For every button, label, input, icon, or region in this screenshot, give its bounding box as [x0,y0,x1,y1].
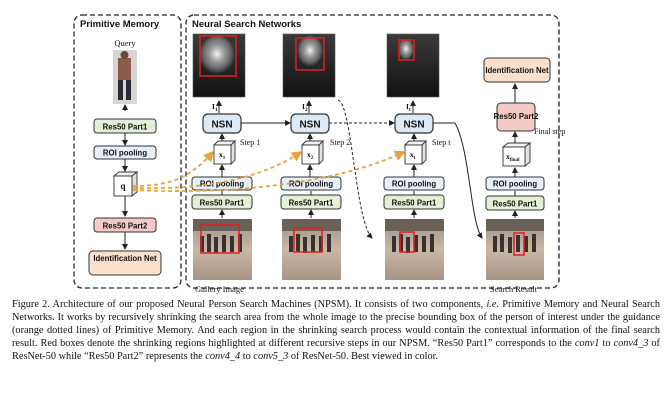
search-result-label: Search Result [490,284,538,294]
guidance-lines [132,150,406,192]
neural-search-networks-title: Neural Search Networks [192,19,301,30]
heatmap-step2 [282,33,336,98]
caption-part: to [240,351,254,363]
step1-label: Step 1 [240,138,260,147]
final-roi-pooling-label: ROI pooling [493,180,537,189]
pm-identification-net-text: Identification Net [93,254,157,263]
caption-ie: i.e. [486,299,500,310]
final-identification-net-label: Identification Net [485,66,549,75]
heatmap-stept [386,33,440,98]
pm-res50-part2-label: Res50 Part2 [103,222,148,231]
q-feature-cube: q [112,171,139,197]
gallery-image-step2 [282,219,341,280]
primitive-memory-title: Primitive Memory [80,19,160,30]
caption-part: to [599,338,614,350]
caption-conv5-3: conv5_3 [253,351,289,363]
step2-label: Step 2 [330,138,350,147]
caption-conv4-4: conv4_4 [205,351,241,363]
heatmap-step1 [192,33,246,98]
xt-feature-cube: xt [403,139,428,166]
res50-part1-step2-label: Res50 Part1 [289,199,334,208]
svg-text:x2: x2 [307,150,314,161]
query-label: Query [114,38,136,48]
x2-feature-cube: x2 [300,139,325,166]
res50-part1-stept-label: Res50 Part1 [392,199,437,208]
final-step-label: Final step [534,127,565,136]
roi-pooling-step1-label: ROI pooling [200,180,244,189]
final-search-result-image [486,219,544,280]
pm-identification-net-label: Identification Net [93,254,157,263]
roi-pooling-stept-label: ROI pooling [392,180,436,189]
pm-res50-part1-label: Res50 Part1 [103,123,148,132]
figure-caption: Figure 2. Architecture of our proposed N… [12,298,660,363]
caption-conv1: conv1 [574,338,600,350]
query-image [113,50,137,104]
svg-text:xfinal: xfinal [506,152,520,163]
l2-label: I2 [302,102,308,113]
roi-pooling-step2-label: ROI pooling [289,180,333,189]
gallery-image-stept [385,219,444,280]
q-label: q [120,181,125,191]
svg-text:x1: x1 [219,150,226,161]
primitive-memory-panel [73,14,182,289]
gallery-image-label: Gallery Image [195,284,244,294]
final-res50-part1-label: Res50 Part1 [493,200,538,209]
caption-part: Figure 2. Architecture of our proposed N… [12,299,487,310]
caption-conv4-3: conv4_3 [613,338,649,350]
caption-part: of ResNet-50 while “Res50 Part2” represe… [12,338,660,363]
l1-label: I1 [212,102,218,113]
stept-label: Step t [432,138,451,147]
roi-pooling-step2 [280,176,342,191]
pm-roi-pooling-label: ROI pooling [103,149,147,158]
npsm-architecture-figure: Primitive Memory Neural Search Networks … [73,14,565,294]
res50-part1-step1-label: Res50 Part1 [200,199,245,208]
caption-part: of ResNet-50. Best viewed in color. [288,351,439,363]
caption-part: Primitive Memory and Neural Search Netwo… [12,299,660,350]
lt-label: It [406,102,411,113]
svg-text:xt: xt [410,150,416,161]
nsn-label-stept: NSN [403,120,424,131]
nsn-label-step1: NSN [211,120,232,131]
nsn-label-step2: NSN [299,120,320,131]
final-res50-part2 [496,102,536,132]
final-identification-net [483,57,551,83]
xfinal-feature-cube: xfinal [501,142,532,167]
pm-identification-net-block [88,250,162,276]
final-res50-part2-label: Res50 Part2 [494,112,539,121]
gallery-image-step1 [193,219,252,280]
neural-search-networks-panel [185,14,560,289]
x1-feature-cube: x1 [212,139,237,166]
